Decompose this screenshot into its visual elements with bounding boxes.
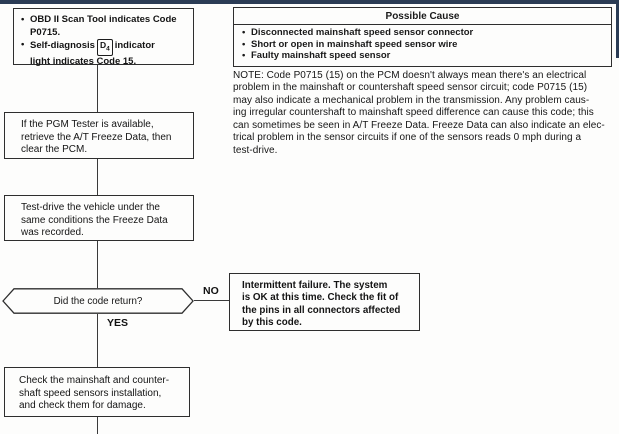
possible-cause-item: • Short or open in mainshaft speed senso… (242, 39, 605, 51)
bullet-icon: • (21, 14, 25, 25)
flow-step-test-drive: Test-drive the vehicle under the same co… (4, 195, 194, 241)
bullet-icon: • (21, 39, 25, 50)
selfdiag-pre-text: Self-diagnosis (30, 40, 95, 51)
start-item-obd: • OBD II Scan Tool indicates Code P0715. (21, 14, 190, 39)
yes-branch-label: YES (107, 317, 129, 329)
no-branch-label: NO (203, 285, 219, 297)
note-paragraph: NOTE: Code P0715 (15) on the PCM doesn't… (233, 70, 605, 156)
possible-cause-item-text: Disconnected mainshaft speed sensor conn… (251, 27, 474, 38)
selfdiag-post-text: indicator light indicates Code 15. (30, 40, 155, 67)
page-edge-strip (616, 0, 619, 58)
page-top-rule (0, 0, 619, 4)
connector-line (97, 159, 99, 195)
decision-question-text: Did the code return? (53, 295, 143, 307)
possible-cause-item-text: Short or open in mainshaft speed sensor … (251, 38, 458, 50)
possible-cause-item: • Faulty mainshaft speed sensor (242, 50, 605, 62)
d4-letter: D (99, 40, 107, 50)
bullet-icon: • (242, 27, 246, 38)
flow-decision-did-code-return: Did the code return? (2, 288, 194, 314)
flow-step-pgm-tester: If the PGM Tester is available, retrieve… (4, 112, 194, 159)
d4-indicator-icon: D4 (96, 39, 113, 56)
start-item-obd-text: OBD II Scan Tool indicates Code P0715. (30, 14, 177, 38)
flow-step-check-sensors: Check the mainshaft and counter- shaft s… (4, 367, 190, 417)
connector-line (97, 417, 99, 434)
connector-line (97, 241, 99, 288)
possible-cause-item: • Disconnected mainshaft speed sensor co… (242, 27, 605, 39)
decision-hexagon-shape (2, 288, 194, 314)
connector-line-no-branch (194, 300, 229, 302)
d4-subscript: 4 (106, 45, 110, 53)
flow-start-box: • OBD II Scan Tool indicates Code P0715.… (13, 8, 194, 68)
connector-line (97, 314, 99, 367)
possible-cause-table: Possible Cause • Disconnected mainshaft … (233, 7, 612, 67)
bullet-icon: • (242, 50, 246, 61)
possible-cause-item-text: Faulty mainshaft speed sensor (251, 50, 391, 61)
possible-cause-header: Possible Cause (234, 8, 611, 25)
flow-result-intermittent-failure: Intermittent failure. The system is OK a… (229, 273, 420, 331)
bullet-icon: • (242, 38, 246, 50)
possible-cause-body: • Disconnected mainshaft speed sensor co… (234, 25, 611, 66)
start-box-list: • OBD II Scan Tool indicates Code P0715.… (21, 14, 190, 68)
connector-line (97, 65, 99, 112)
